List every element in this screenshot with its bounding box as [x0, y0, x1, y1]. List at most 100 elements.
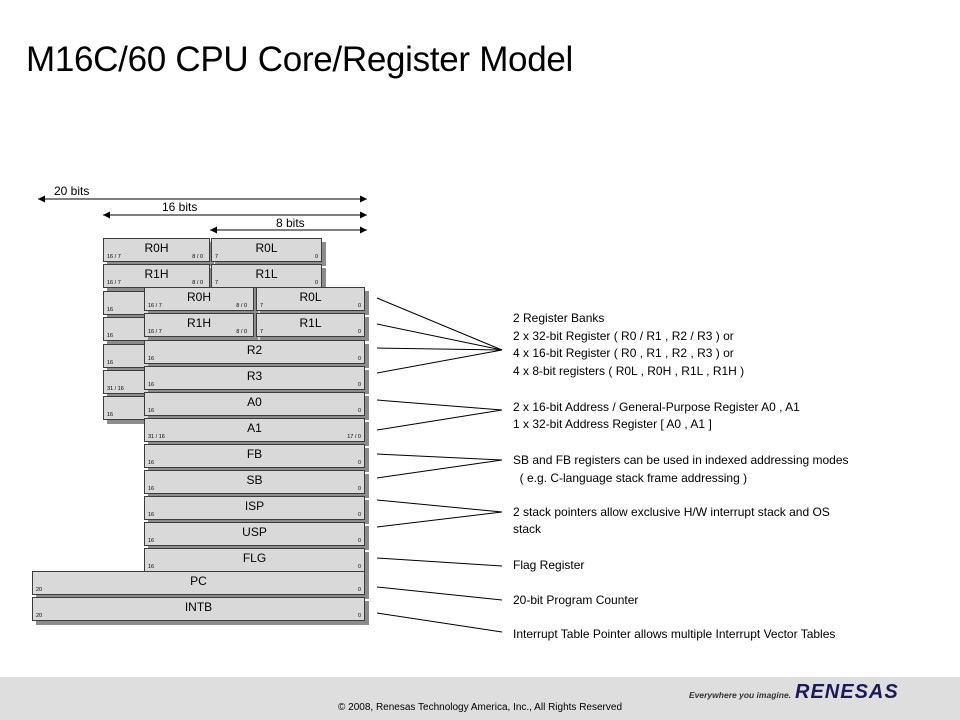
description-line-5: 1 x 32-bit Address Register [ A0 , A1 ] — [513, 417, 712, 431]
footer-band — [0, 677, 960, 720]
back-r1l-register-low-bit: 0 — [314, 280, 318, 287]
a0-register-high-bit: 16 — [148, 408, 155, 414]
description-line-7: ( e.g. C-language stack frame addressing… — [513, 471, 748, 485]
r0h-register-high-bit: 16 / 7 — [148, 303, 162, 309]
width-label-8-bits: 8 bits — [276, 216, 305, 230]
pc-register-low-bit: 0 — [357, 587, 361, 593]
r3-register-low-bit: 0 — [357, 382, 361, 388]
a0-register-label: A0 — [247, 395, 262, 409]
back-register-4-high-bit: 16 — [107, 359, 114, 366]
isp-register-high-bit: 16 — [148, 512, 155, 518]
r1l-register-label: R1L — [299, 316, 322, 330]
pc-register-high-bit: 20 — [36, 587, 43, 593]
r3-register: R3 16 0 — [144, 366, 365, 390]
leader-line-6 — [376, 453, 503, 461]
a1-register-label: A1 — [247, 421, 262, 435]
r1h-register-low-bit: 8 / 0 — [236, 329, 247, 335]
fb-register-low-bit: 0 — [357, 460, 361, 466]
description-line-2: 4 x 16-bit Register ( R0 , R1 , R2 , R3 … — [513, 346, 734, 360]
back-register-2-high-bit: 16 — [107, 306, 114, 313]
renesas-logo: RENESAS — [795, 681, 899, 704]
isp-register-low-bit: 0 — [357, 512, 361, 518]
r1h-register-high-bit: 16 / 7 — [148, 329, 162, 335]
back-r0l-register-high-bit: 7 — [215, 254, 219, 260]
back-r1l-register-label: R1L — [255, 267, 278, 282]
leader-line-9 — [376, 511, 503, 528]
sb-register-low-bit: 0 — [357, 486, 361, 492]
back-register-6-high-bit: 16 — [107, 412, 114, 419]
sb-register-high-bit: 16 — [148, 486, 155, 492]
r0l-register-high-bit: 7 — [260, 303, 264, 309]
a1-register-high-bit: 31 / 16 — [148, 434, 165, 440]
r3-register-label: R3 — [246, 369, 263, 383]
pc-register-label: PC — [190, 574, 207, 588]
leader-line-5 — [376, 409, 503, 431]
intb-register-label: INTB — [184, 600, 213, 614]
description-line-4: 2 x 16-bit Address / General-Purpose Reg… — [513, 400, 800, 414]
back-register-3-high-bit: 16 — [107, 333, 114, 340]
leader-line-12 — [376, 612, 503, 633]
r1h-register-label: R1H — [186, 316, 211, 330]
description-line-8: 2 stack pointers allow exclusive H/W int… — [513, 505, 830, 519]
r0l-register-label: R0L — [299, 290, 322, 304]
usp-register-label: USP — [242, 525, 267, 539]
width-label-16-bits: 16 bits — [162, 200, 198, 214]
r1l-register-high-bit: 7 — [260, 329, 264, 335]
a1-register: A1 31 / 16 17 / 0 — [144, 418, 365, 442]
back-r0l-register-label: R0L — [255, 241, 278, 255]
a0-register: A0 16 0 — [144, 392, 365, 416]
back-r1l-register-high-bit: 7 — [215, 280, 219, 287]
logo-text: RENESAS — [795, 681, 899, 703]
back-r1h-register-label: R1H — [144, 267, 169, 282]
description-line-0: 2 Register Banks — [513, 311, 605, 325]
r2-register-low-bit: 0 — [357, 356, 361, 362]
leader-line-4 — [376, 399, 503, 411]
copyright-notice: © 2008, Renesas Technology America, Inc.… — [338, 702, 622, 713]
leader-line-11 — [376, 586, 503, 601]
leader-line-7 — [376, 459, 503, 479]
description-line-10: Flag Register — [513, 558, 585, 572]
a0-register-low-bit: 0 — [357, 408, 361, 414]
usp-register-low-bit: 0 — [357, 538, 361, 544]
back-r1l-register: R1L 7 0 — [211, 264, 322, 289]
tagline: Everywhere you imagine. — [689, 690, 792, 700]
intb-register-high-bit: 20 — [36, 613, 43, 619]
back-r0l-register: R0L 7 0 — [211, 238, 322, 262]
description-line-3: 4 x 8-bit registers ( R0L , R0H , R1L , … — [513, 364, 745, 378]
description-line-11: 20-bit Program Counter — [513, 593, 639, 607]
flg-register-low-bit: 0 — [357, 564, 361, 570]
slide-title: M16C/60 CPU Core/Register Model — [26, 40, 574, 79]
leader-line-3 — [376, 349, 503, 374]
r2-register-high-bit: 16 — [148, 356, 155, 362]
r0h-register-label: R0H — [186, 290, 211, 304]
r3-register-high-bit: 16 — [148, 382, 155, 388]
leader-line-1 — [376, 323, 503, 351]
leader-lines — [376, 297, 503, 633]
fb-register-high-bit: 16 — [148, 460, 155, 466]
back-r0h-register-high-bit: 16 / 7 — [107, 254, 121, 260]
usp-register: USP 16 0 — [144, 522, 365, 546]
sb-register-label: SB — [246, 473, 263, 487]
pc-register: PC 20 0 — [32, 571, 365, 595]
width-label-20-bits: 20 bits — [54, 184, 90, 198]
description-line-9: stack — [513, 522, 542, 536]
description-line-6: SB and FB registers can be used in index… — [513, 453, 849, 467]
a1-register-low-bit: 17 / 0 — [347, 434, 361, 440]
usp-register-high-bit: 16 — [148, 538, 155, 544]
leader-line-8 — [376, 499, 503, 513]
back-r0l-register-low-bit: 0 — [314, 254, 318, 260]
back-r0h-register-label: R0H — [144, 241, 169, 255]
description-line-12: Interrupt Table Pointer allows multiple … — [513, 627, 836, 641]
sb-register: SB 16 0 — [144, 470, 365, 494]
description-line-1: 2 x 32-bit Register ( R0 / R1 , R2 / R3 … — [513, 329, 734, 343]
